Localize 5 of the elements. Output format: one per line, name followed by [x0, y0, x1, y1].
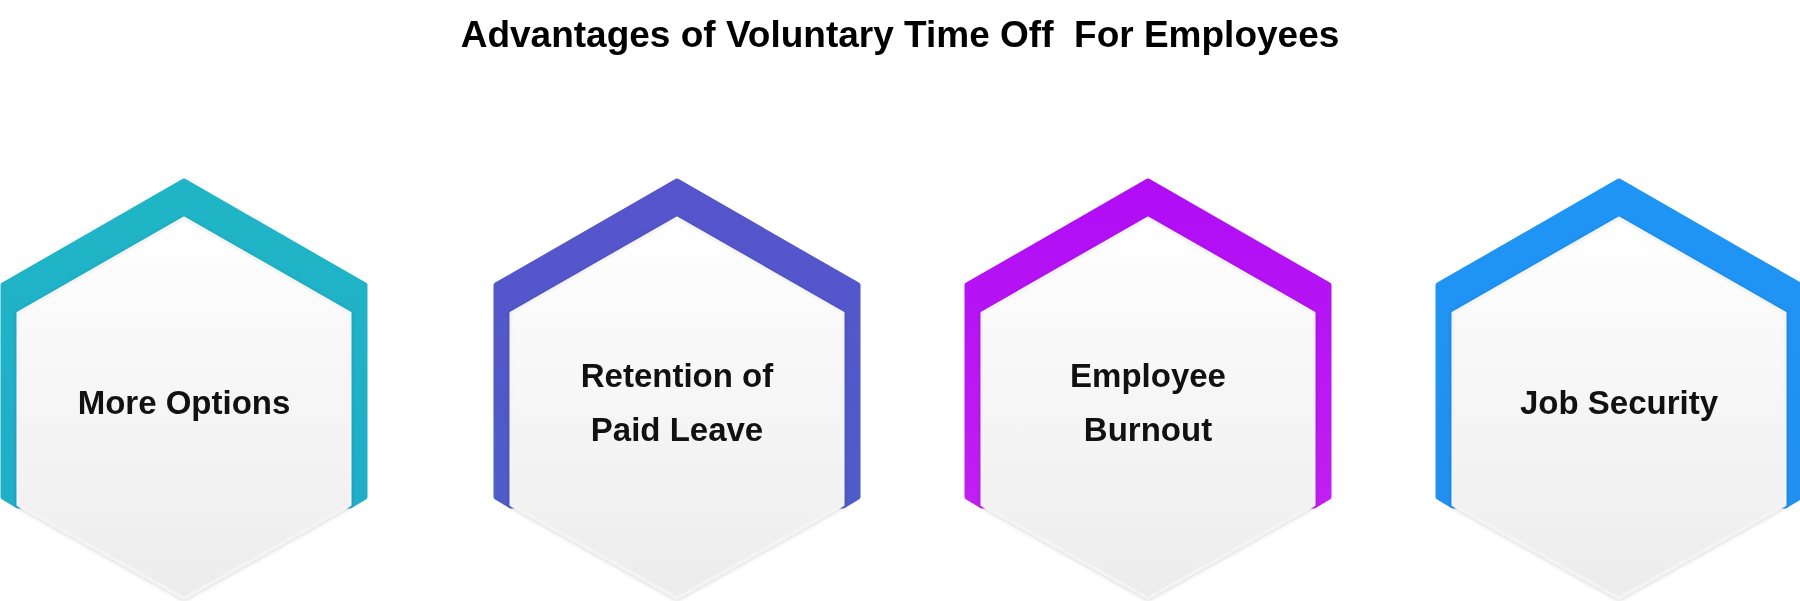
title: Advantages of Voluntary Time Off For Employees [460, 14, 1340, 55]
hexagon-label: More Options [77, 383, 291, 423]
hexagon-label: Job Security [1519, 383, 1719, 423]
hexagon-label: Employee Burnout [1069, 356, 1227, 450]
hexagon-label: Retention of Paid Leave [579, 356, 775, 450]
